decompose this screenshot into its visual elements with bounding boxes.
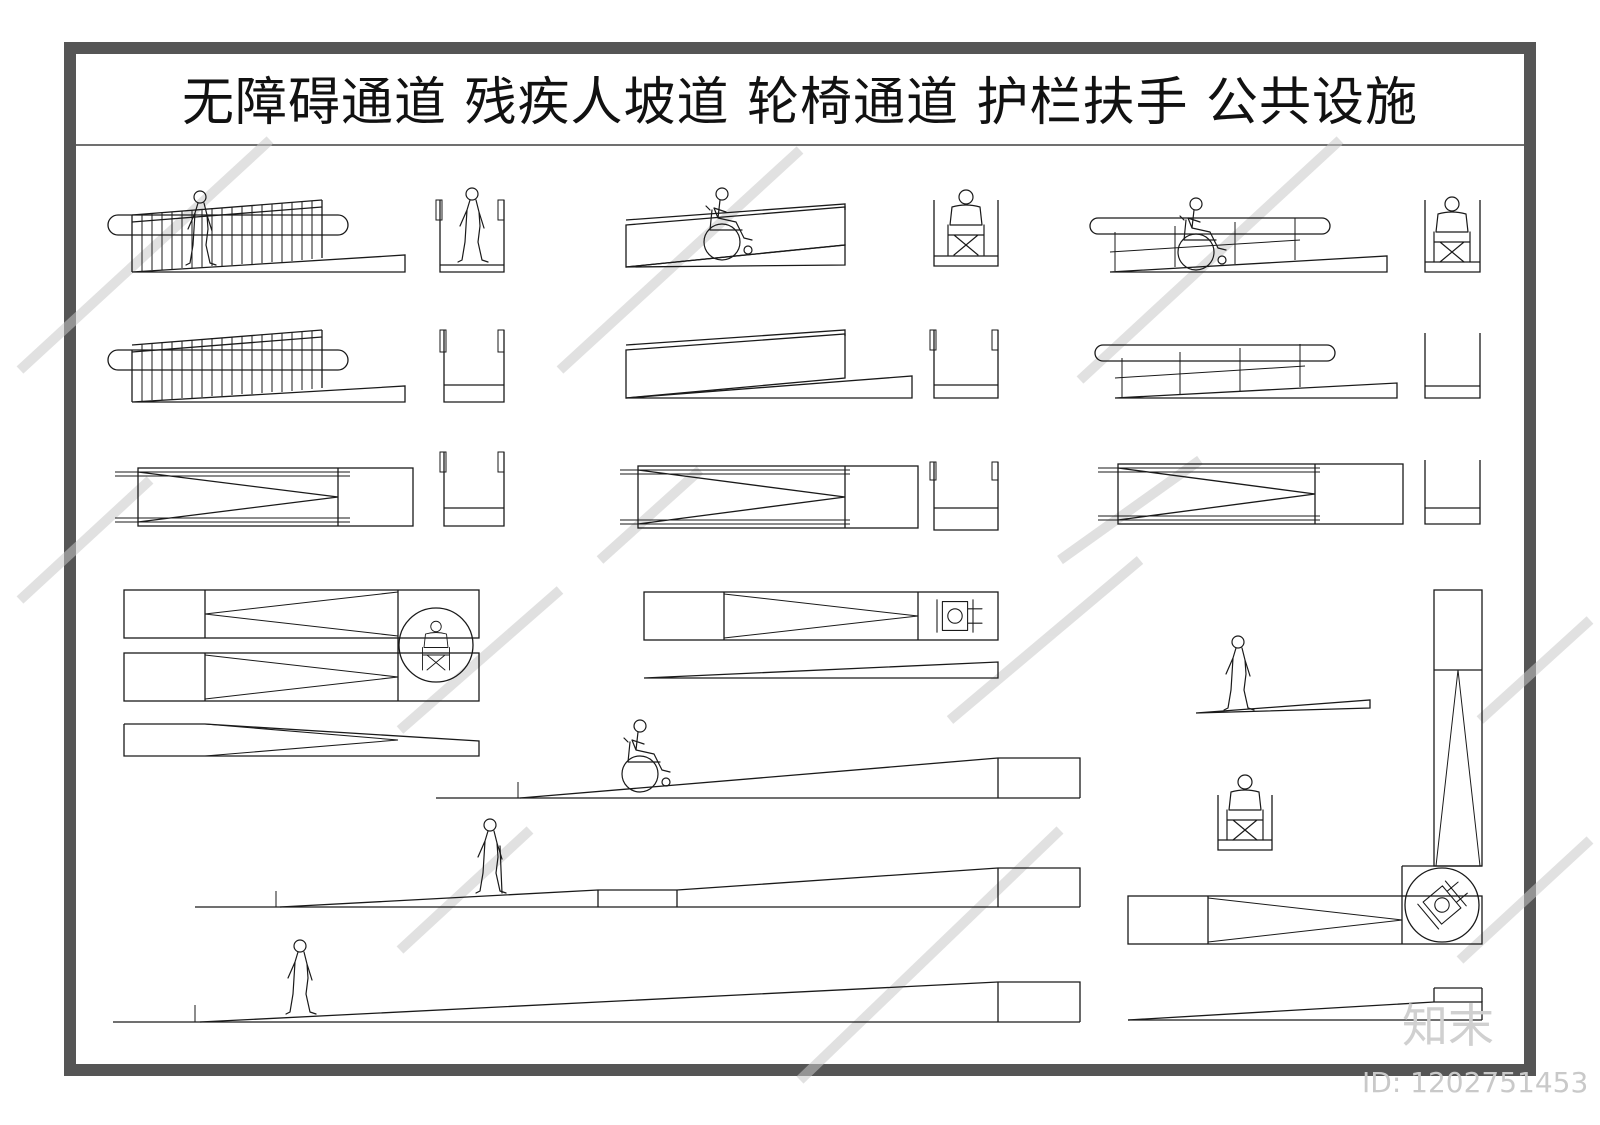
watermark-id: ID: 1202751453	[1362, 1066, 1589, 1099]
ramp-section-tube-1	[1424, 196, 1481, 273]
ramp-elevation-flat-right	[1127, 987, 1483, 1021]
ramp-section-railing-2	[439, 329, 505, 403]
ramp-plan-l-shape	[1127, 589, 1483, 945]
ramp-elevation-railing-1	[107, 190, 406, 273]
sheet-title: 无障碍通道 残疾人坡道 轮椅通道 护栏扶手 公共设施	[181, 73, 1419, 133]
ramp-elevation-tube-1	[1089, 197, 1388, 273]
ramp-elevation-walker-right	[1195, 635, 1371, 714]
ramp-plan-section-1	[439, 451, 505, 527]
ramp-elevation-wall-1	[625, 187, 846, 268]
ramp-section-railing-1	[435, 187, 505, 273]
long-ramp-elder	[195, 818, 1081, 908]
ramp-plan-flat-left	[123, 723, 480, 757]
ramp-section-wheelchair-right	[1217, 774, 1273, 851]
sheet-frame	[64, 42, 1536, 1076]
ramp-section-tube-2	[1424, 333, 1481, 399]
ramp-elevation-railing-2	[107, 329, 406, 403]
long-ramp-walker	[113, 939, 1081, 1023]
ramp-plan-3	[1098, 463, 1404, 525]
ramp-plan-turn-middle	[643, 591, 999, 641]
watermark-pattern	[16, 136, 1594, 1084]
ramp-plan-2	[620, 465, 919, 529]
ramp-elevation-flat-middle	[643, 661, 999, 679]
ramp-section-wall-1	[933, 189, 999, 267]
watermark-brand: 知末	[1402, 999, 1494, 1053]
ramp-plan-turn-left	[123, 589, 480, 702]
long-ramp-wheelchair	[436, 719, 1081, 799]
ramp-section-wall-2	[929, 329, 999, 399]
ramp-elevation-wall-2	[625, 329, 913, 399]
ramp-plan-1	[115, 467, 414, 527]
ramp-plan-section-3	[1424, 460, 1481, 525]
ramp-elevation-tube-2	[1094, 344, 1398, 399]
ramp-plan-section-2	[929, 461, 999, 531]
